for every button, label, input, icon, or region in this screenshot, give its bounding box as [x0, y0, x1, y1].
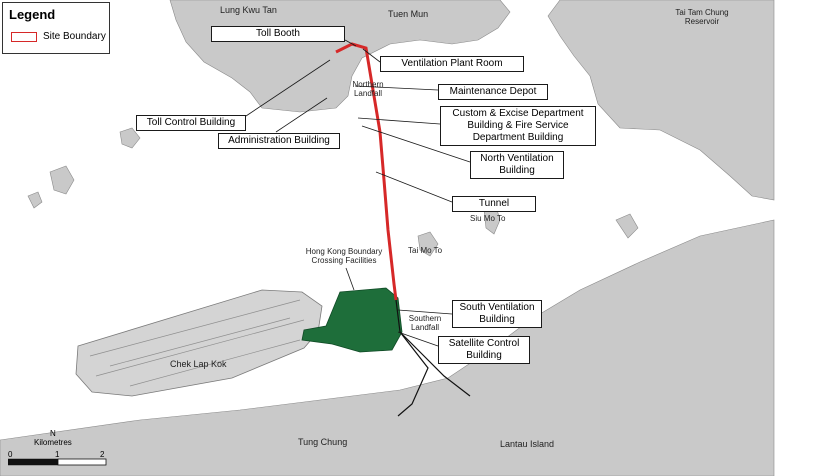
- island-2: [49, 165, 75, 195]
- place-tai-mo-to: Tai Mo To: [408, 246, 443, 255]
- scale-bar: [8, 458, 107, 466]
- callout-customs-building: Custom & Excise Department Building & Fi…: [440, 106, 596, 146]
- place-siu-mo-to: Siu Mo To: [470, 214, 506, 223]
- place-lantau-island: Lantau Island: [500, 439, 555, 449]
- callout-toll-control-building: Toll Control Building: [136, 115, 246, 131]
- scale-tick-1: 1: [55, 450, 60, 459]
- callout-tunnel: Tunnel: [452, 196, 536, 212]
- place-chek-lap-kok: Chek Lap Kok: [170, 359, 227, 369]
- land-northeast: [547, 0, 775, 201]
- site-boundary-swatch: [11, 32, 37, 42]
- land-chek-lap-kok: [75, 289, 323, 397]
- place-hkbcf: Hong Kong Boundary Crossing Facilities: [305, 247, 383, 265]
- callout-administration-building: Administration Building: [218, 133, 340, 149]
- callout-north-ventilation-building: North Ventilation Building: [470, 151, 564, 179]
- legend-title: Legend: [9, 7, 56, 22]
- island-1: [119, 127, 141, 149]
- callout-satellite-control-building: Satellite Control Building: [438, 336, 530, 364]
- callout-ventilation-plant-room: Ventilation Plant Room: [380, 56, 524, 72]
- place-lung-kwu-tan: Lung Kwu Tan: [220, 5, 277, 15]
- callout-leaders: [245, 39, 471, 347]
- place-tai-tam-chung: Tai Tam Chung Reservoir: [675, 8, 729, 26]
- airport-runways: [89, 299, 305, 387]
- scale-unit: Kilometres: [34, 438, 72, 447]
- island-small-east: [615, 213, 639, 239]
- callout-toll-booth: Toll Booth: [211, 26, 345, 42]
- callout-maintenance-depot: Maintenance Depot: [438, 84, 548, 100]
- place-tuen-mun: Tuen Mun: [388, 9, 429, 19]
- route-line: [395, 299, 471, 397]
- island-3: [27, 191, 43, 209]
- legend-entry: Site Boundary: [43, 31, 106, 42]
- scale-tick-2: 2: [100, 450, 105, 459]
- scale-tick-0: 0: [8, 450, 13, 459]
- place-tung-chung: Tung Chung: [298, 437, 348, 447]
- island-tai-mo-to: [417, 231, 439, 257]
- place-northern-landfall: Northern Landfall: [352, 80, 384, 98]
- road-link: [397, 331, 429, 417]
- north-arrow: N: [50, 429, 56, 438]
- place-southern-landfall: Southern Landfall: [408, 314, 442, 332]
- legend: Legend Site Boundary: [2, 2, 110, 54]
- callout-south-ventilation-building: South Ventilation Building: [452, 300, 542, 328]
